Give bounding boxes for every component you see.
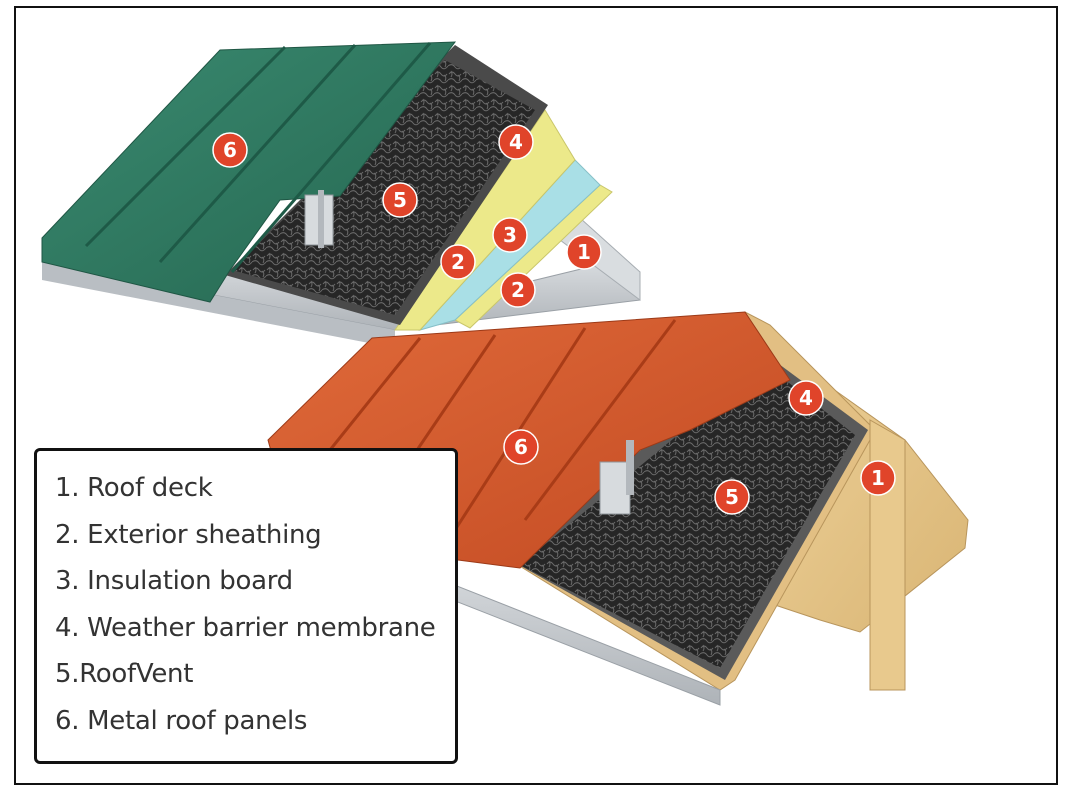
bottom-deck-badge: 1 xyxy=(861,461,895,495)
legend-item-roof-vent: 5.RoofVent xyxy=(55,651,455,698)
top-panel-badge: 6 xyxy=(213,133,247,167)
svg-text:1: 1 xyxy=(577,240,591,264)
legend-item-weather-barrier-membrane: 4. Weather barrier membrane xyxy=(55,605,455,652)
top-vent-badge: 5 xyxy=(383,183,417,217)
svg-text:1: 1 xyxy=(871,466,885,490)
legend-item-roof-deck: 1. Roof deck xyxy=(55,465,455,512)
legend-item-exterior-sheathing: 2. Exterior sheathing xyxy=(55,512,455,559)
top-membrane-badge: 4 xyxy=(499,125,533,159)
legend-box: 1. Roof deck 2. Exterior sheathing 3. In… xyxy=(34,448,458,764)
top-deck-badge: 1 xyxy=(567,235,601,269)
top-roof-assembly xyxy=(42,42,640,348)
svg-text:3: 3 xyxy=(503,223,517,247)
svg-text:4: 4 xyxy=(799,386,813,410)
svg-text:2: 2 xyxy=(511,278,525,302)
legend-item-insulation-board: 3. Insulation board xyxy=(55,558,455,605)
svg-text:4: 4 xyxy=(509,130,523,154)
svg-text:2: 2 xyxy=(451,250,465,274)
legend-item-metal-roof-panels: 6. Metal roof panels xyxy=(55,698,455,745)
svg-text:6: 6 xyxy=(514,435,528,459)
svg-text:5: 5 xyxy=(725,485,739,509)
svg-text:5: 5 xyxy=(393,188,407,212)
bottom-membrane-badge: 4 xyxy=(789,381,823,415)
top-sheathing-badge-a: 2 xyxy=(441,245,475,279)
bottom-panel-badge: 6 xyxy=(504,430,538,464)
top-sheathing-badge-b: 2 xyxy=(501,273,535,307)
top-insulation-badge: 3 xyxy=(493,218,527,252)
svg-text:6: 6 xyxy=(223,138,237,162)
bottom-vent-badge: 5 xyxy=(715,480,749,514)
top-panel-clip xyxy=(305,190,333,248)
